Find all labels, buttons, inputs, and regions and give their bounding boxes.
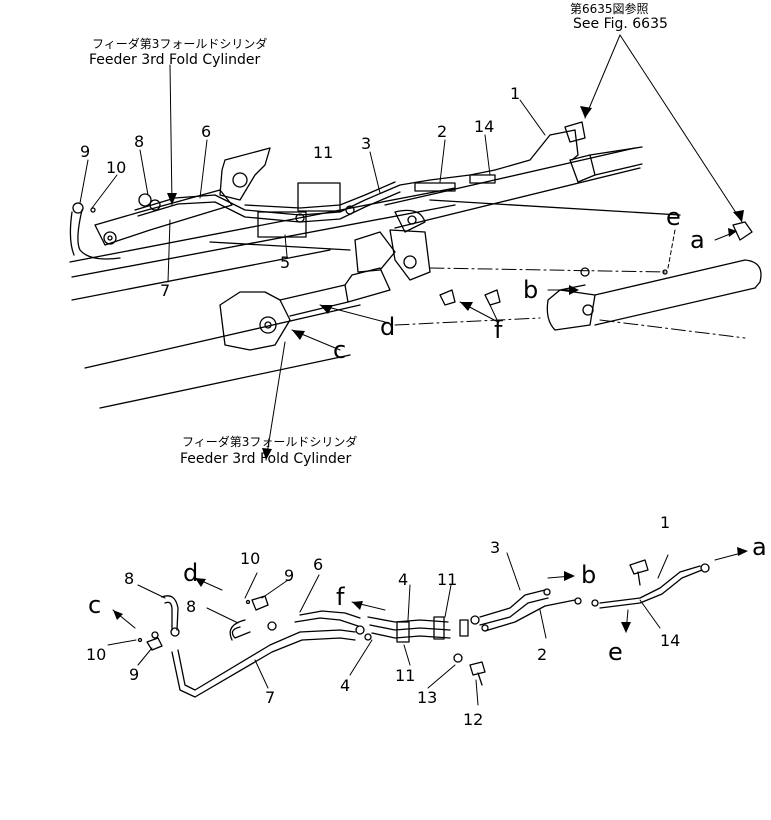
callout-top-3: 3 xyxy=(361,134,372,153)
callout-bottom-8b: 8 xyxy=(186,597,197,616)
fig-ref-jp: 第6635図参照 xyxy=(570,2,649,16)
top-hoses xyxy=(69,129,579,260)
bottom-hoses xyxy=(161,565,703,698)
top-fittings xyxy=(72,121,753,306)
fig-ref-en: See Fig. 6635 xyxy=(573,16,668,32)
cylinder-ref-mid-jp: フィーダ第3フォールドシリンダ xyxy=(182,435,358,449)
callout-bottom-4a: 4 xyxy=(398,570,409,589)
callout-bottom-d: d xyxy=(183,559,199,587)
callout-top-14: 14 xyxy=(474,117,495,136)
callout-bottom-6: 6 xyxy=(313,555,324,574)
main-cylinder-right xyxy=(384,146,643,233)
callout-top-8: 8 xyxy=(134,132,145,151)
feeder-3rd-fold-cylinder-left xyxy=(94,147,271,246)
callout-bottom-11b: 11 xyxy=(395,666,416,685)
feeder-3rd-fold-cylinder-center xyxy=(219,229,431,351)
callout-bottom-a: a xyxy=(752,533,767,561)
callout-top-6: 6 xyxy=(201,122,212,141)
callout-top-10: 10 xyxy=(106,158,127,177)
callout-bottom-4b: 4 xyxy=(340,676,351,695)
callout-top-d: d xyxy=(380,313,396,341)
callout-bottom-10a: 10 xyxy=(240,549,261,568)
cylinder-ref-top-en: Feeder 3rd Fold Cylinder xyxy=(89,52,261,68)
bottom-arrowheads xyxy=(113,547,748,633)
callout-top-c: c xyxy=(333,336,347,364)
callout-bottom-e: e xyxy=(608,638,623,666)
callout-bottom-b: b xyxy=(581,561,597,589)
lower-right-cylinder xyxy=(546,259,762,331)
bottom-clamps xyxy=(396,616,469,643)
callout-bottom-11a: 11 xyxy=(437,570,458,589)
frame-rails xyxy=(69,187,681,409)
top-leaders xyxy=(79,34,746,461)
callout-bottom-8a: 8 xyxy=(124,569,135,588)
callout-bottom-2: 2 xyxy=(537,645,548,664)
callout-top-a: a xyxy=(690,226,705,254)
callout-top-1: 1 xyxy=(510,84,521,103)
callout-bottom-3: 3 xyxy=(490,538,501,557)
callout-bottom-12: 12 xyxy=(463,710,484,729)
callout-bottom-13: 13 xyxy=(417,688,438,707)
callout-top-5: 5 xyxy=(280,253,291,272)
top-arrowheads xyxy=(167,106,744,460)
callout-top-b: b xyxy=(523,276,539,304)
callout-bottom-1: 1 xyxy=(660,513,671,532)
cylinder-ref-top-jp: フィーダ第3フォールドシリンダ xyxy=(92,37,268,51)
callout-top-7: 7 xyxy=(160,281,171,300)
callout-bottom-10b: 10 xyxy=(86,645,107,664)
bottom-fittings xyxy=(137,559,710,686)
callout-bottom-9b: 9 xyxy=(129,665,140,684)
callout-top-e: e xyxy=(666,203,681,231)
callout-bottom-f: f xyxy=(336,583,345,611)
callout-top-f: f xyxy=(494,316,503,344)
callout-top-9: 9 xyxy=(80,142,91,161)
callout-bottom-c: c xyxy=(88,591,102,619)
callout-top-11: 11 xyxy=(313,143,334,162)
callout-top-2: 2 xyxy=(437,122,448,141)
callout-bottom-14: 14 xyxy=(660,631,681,650)
callout-bottom-7: 7 xyxy=(265,688,276,707)
cylinder-ref-mid-en: Feeder 3rd Fold Cylinder xyxy=(180,451,352,467)
callout-bottom-9a: 9 xyxy=(284,566,295,585)
